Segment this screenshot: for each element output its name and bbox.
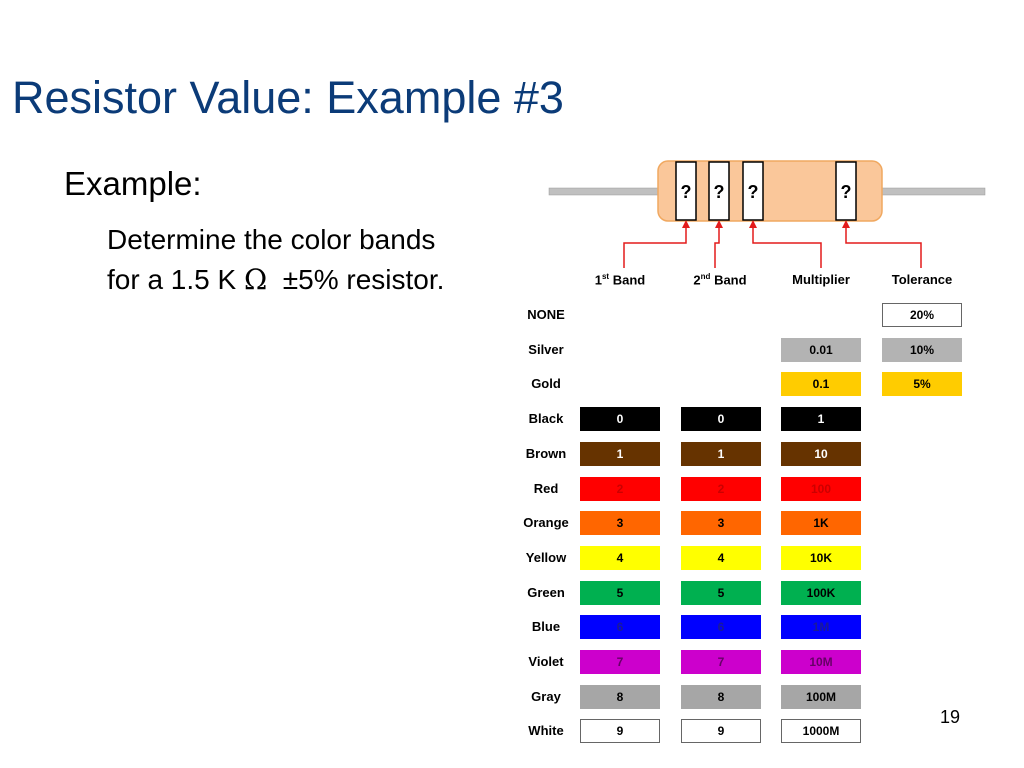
- digit2-cell: 5: [681, 580, 761, 605]
- tolerance-cell: 5%: [882, 372, 962, 397]
- multiplier-cell: 100: [781, 476, 861, 501]
- row-label: Red: [533, 480, 559, 496]
- row-label: White: [528, 723, 564, 739]
- multiplier-cell: 1: [781, 407, 861, 432]
- multiplier-cell: 10K: [781, 545, 861, 570]
- digit1-cell: 6: [580, 615, 660, 640]
- band-multiplier: ?: [742, 161, 764, 221]
- plus-minus-symbol: ±: [282, 264, 299, 295]
- digit2-cell: 7: [681, 650, 761, 674]
- lead-right: [879, 187, 986, 196]
- header-multiplier: Multiplier: [792, 272, 850, 287]
- tolerance-cell: 10%: [882, 337, 962, 362]
- multiplier-cell: 0.1: [781, 372, 861, 397]
- digit1-cell: 1: [580, 441, 660, 466]
- multiplier-cell: 0.01: [781, 337, 861, 362]
- digit1-cell: 7: [580, 650, 660, 674]
- multiplier-cell: 10: [781, 441, 861, 466]
- problem-line-1: Determine the color bands: [107, 224, 436, 255]
- problem-line-2: for a 1.5 K Ω ±5% resistor.: [107, 260, 444, 300]
- multiplier-cell: 1000M: [781, 719, 861, 744]
- digit1-cell: 0: [580, 407, 660, 432]
- digit1-cell: 2: [580, 476, 660, 501]
- row-label: Brown: [525, 445, 567, 461]
- lead-left: [548, 187, 662, 196]
- arrow-band-1: [623, 220, 690, 268]
- header-tolerance: Tolerance: [891, 272, 953, 287]
- row-label: Green: [527, 584, 565, 600]
- ohm-symbol: Ω: [243, 263, 268, 296]
- svg-text:?: ?: [841, 182, 852, 202]
- band-1: ?: [675, 161, 697, 221]
- digit2-cell: 4: [681, 545, 761, 570]
- digit2-cell: 2: [681, 476, 761, 501]
- multiplier-cell: 100M: [781, 684, 861, 709]
- digit2-cell: 0: [681, 407, 761, 432]
- multiplier-cell: 1K: [781, 511, 861, 536]
- digit1-cell: 9: [580, 719, 660, 744]
- multiplier-cell: 100K: [781, 580, 861, 605]
- band-tolerance: ?: [835, 161, 857, 221]
- digit1-cell: 5: [580, 580, 660, 605]
- multiplier-cell: 1M: [781, 615, 861, 640]
- digit1-cell: 4: [580, 545, 660, 570]
- header-second-band: 2nd Band: [693, 272, 747, 288]
- digit1-cell: 3: [580, 511, 660, 536]
- arrow-band-2: [714, 220, 723, 268]
- problem-statement: Determine the color bands for a 1.5 K Ω …: [107, 220, 444, 300]
- row-label: Violet: [528, 654, 564, 669]
- digit2-cell: 8: [681, 684, 761, 709]
- slide-title: Resistor Value: Example #3: [12, 72, 564, 123]
- page-number: 19: [940, 707, 961, 727]
- row-label: Orange: [523, 515, 569, 531]
- svg-text:?: ?: [714, 182, 725, 202]
- row-label: Blue: [531, 619, 561, 635]
- tolerance-cell: 20%: [882, 303, 962, 327]
- digit2-cell: 1: [681, 441, 761, 466]
- row-label: Gold: [531, 376, 561, 392]
- header-first-band: 1st Band: [594, 272, 646, 288]
- band-2: ?: [708, 161, 730, 221]
- arrow-tolerance: [842, 220, 922, 268]
- svg-text:?: ?: [681, 182, 692, 202]
- multiplier-cell: 10M: [781, 650, 861, 674]
- row-label: Black: [528, 411, 564, 427]
- resistor-diagram: ? ? ? ?: [548, 160, 986, 268]
- arrow-multiplier: [749, 220, 822, 268]
- svg-text:?: ?: [748, 182, 759, 202]
- digit1-cell: 8: [580, 684, 660, 709]
- digit2-cell: 6: [681, 615, 761, 640]
- example-label: Example:: [64, 165, 202, 202]
- row-label: Gray: [531, 688, 561, 704]
- digit2-cell: 9: [681, 719, 761, 744]
- row-label: Silver: [528, 341, 564, 357]
- digit2-cell: 3: [681, 511, 761, 536]
- row-label: NONE: [527, 307, 565, 322]
- problem-suffix: 5% resistor.: [298, 264, 445, 295]
- row-label: Yellow: [525, 549, 567, 565]
- problem-prefix: for a 1.5 K: [107, 264, 244, 295]
